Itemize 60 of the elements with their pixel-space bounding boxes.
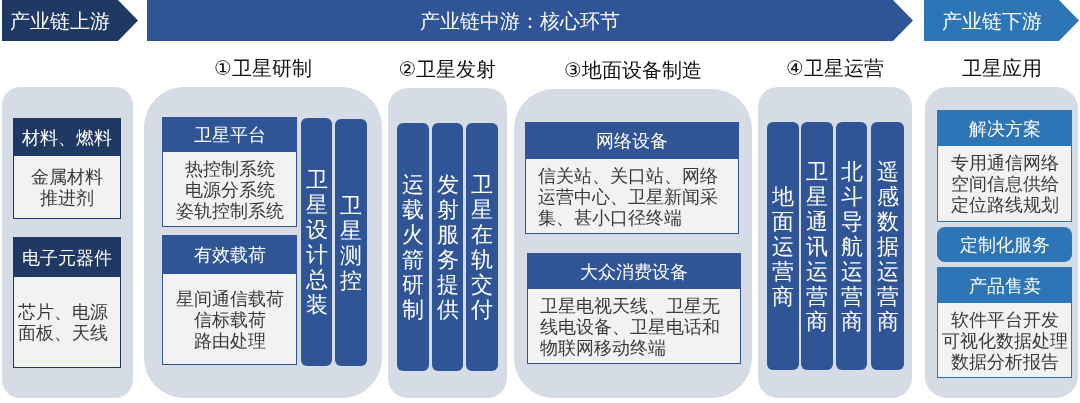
card-text: 卫星电视天线、卫星无线电设备、卫星电话和物联网移动终端	[540, 294, 721, 358]
card-text: 数据分析报告	[950, 350, 1059, 372]
bar-label: 卫星通讯运营商	[806, 158, 828, 334]
info-card	[13, 237, 121, 368]
label-bar: 定制化服务	[937, 227, 1072, 262]
card-text: 信关站、关口站、网络运营中心、卫星新闻采集、甚小口径终端	[538, 164, 719, 228]
card-text: 电源分系统	[184, 178, 275, 200]
card-text: 推进剂	[40, 187, 94, 208]
card-heading: 电子元器件	[14, 238, 120, 277]
card-text: 姿轨控制系统	[175, 199, 284, 221]
info-card	[162, 117, 297, 227]
info-card	[937, 267, 1072, 378]
vertical-label-bar	[836, 122, 867, 370]
card-text: 路由处理	[193, 329, 266, 351]
card-text: 软件平台开发	[950, 308, 1059, 330]
banner-title: 产业链上游	[10, 8, 110, 33]
vertical-label-bar	[466, 123, 498, 371]
card-text: 定位路线规划	[950, 194, 1059, 215]
card-heading: 网络设备	[526, 123, 738, 159]
bar-label: 卫星设计总装	[305, 167, 328, 317]
column-heading: ②卫星发射	[398, 56, 497, 81]
card-text: 专用通信网络	[950, 152, 1059, 173]
card-text: 可视化数据处理	[941, 329, 1068, 351]
column-heading: ③地面设备制造	[564, 57, 702, 82]
card-heading: 解决方案	[938, 111, 1071, 146]
card-text: 热控制系统	[184, 157, 275, 179]
bar-label: 北斗导航运营商	[840, 158, 863, 334]
card-heading: 材料、燃料	[14, 119, 120, 156]
info-card	[162, 235, 297, 365]
card-heading: 卫星平台	[163, 118, 296, 152]
bar-label: 发射服务提供	[436, 172, 459, 322]
banner-title: 产业链中游：核心环节	[420, 8, 620, 33]
vertical-label-bar	[397, 123, 429, 371]
card-text: 空间信息供给	[950, 173, 1059, 194]
card-text: 星间通信载荷	[175, 287, 284, 309]
column-heading: ④卫星运营	[786, 55, 884, 80]
bar-label: 卫星测控	[340, 192, 362, 293]
vertical-label-bar	[767, 122, 799, 370]
card-heading: 产品售卖	[938, 268, 1071, 303]
card-heading: 有效载荷	[163, 236, 296, 274]
card-heading: 大众消费设备	[528, 254, 740, 289]
column-heading: ①卫星研制	[214, 55, 312, 80]
card-text: 信标载荷	[193, 308, 266, 330]
column-heading: 卫星应用	[961, 55, 1042, 80]
vertical-label-bar	[335, 119, 367, 366]
bar-label: 遥感数据运营商	[876, 158, 899, 334]
card-text: 芯片、电源面板、天线	[18, 301, 109, 343]
info-card	[13, 118, 121, 219]
bar-label: 地面运营商	[772, 183, 794, 309]
vertical-label-bar	[301, 118, 332, 366]
vertical-label-bar	[432, 123, 463, 371]
banner-title: 产业链下游	[941, 8, 1042, 33]
bar-label: 卫星在轨交付	[471, 172, 493, 322]
bar-label: 运载火箭研制	[402, 172, 424, 322]
info-card	[937, 110, 1072, 222]
vertical-label-bar	[801, 122, 833, 370]
info-card	[527, 253, 741, 364]
vertical-label-bar	[871, 122, 904, 370]
card-text: 金属材料	[31, 166, 103, 187]
info-card	[525, 122, 739, 234]
